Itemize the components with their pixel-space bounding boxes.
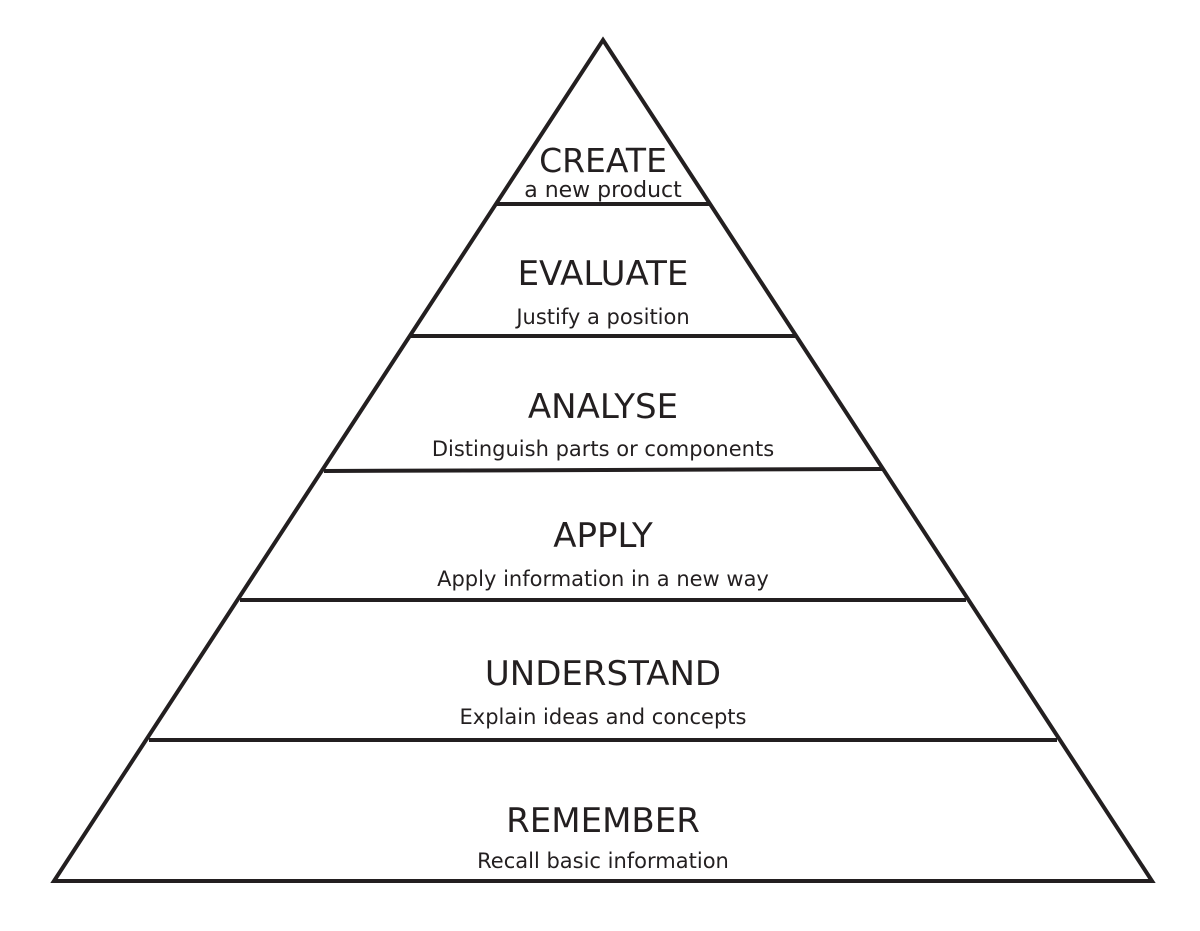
level-apply: APPLY Apply information in a new way bbox=[437, 516, 769, 591]
level-description-evaluate: Justify a position bbox=[514, 305, 689, 329]
level-title-understand: UNDERSTAND bbox=[485, 654, 721, 694]
level-remember: REMEMBER Recall basic information bbox=[477, 801, 729, 873]
level-create: CREATE a new product bbox=[524, 141, 682, 203]
level-description-remember: Recall basic information bbox=[477, 849, 729, 873]
level-description-create: a new product bbox=[524, 178, 682, 203]
level-title-create: CREATE bbox=[539, 141, 667, 180]
level-understand: UNDERSTAND Explain ideas and concepts bbox=[460, 654, 747, 729]
level-description-understand: Explain ideas and concepts bbox=[460, 705, 747, 729]
pyramid-outline bbox=[50, 36, 1156, 883]
level-title-remember: REMEMBER bbox=[506, 801, 700, 841]
level-title-evaluate: EVALUATE bbox=[518, 254, 689, 294]
level-evaluate: EVALUATE Justify a position bbox=[514, 254, 689, 329]
level-analyse: ANALYSE Distinguish parts or components bbox=[432, 387, 774, 461]
level-description-analyse: Distinguish parts or components bbox=[432, 437, 774, 461]
level-title-apply: APPLY bbox=[553, 516, 653, 556]
level-title-analyse: ANALYSE bbox=[528, 387, 678, 427]
level-description-apply: Apply information in a new way bbox=[437, 567, 769, 591]
divider-analyse-apply bbox=[323, 467, 883, 473]
